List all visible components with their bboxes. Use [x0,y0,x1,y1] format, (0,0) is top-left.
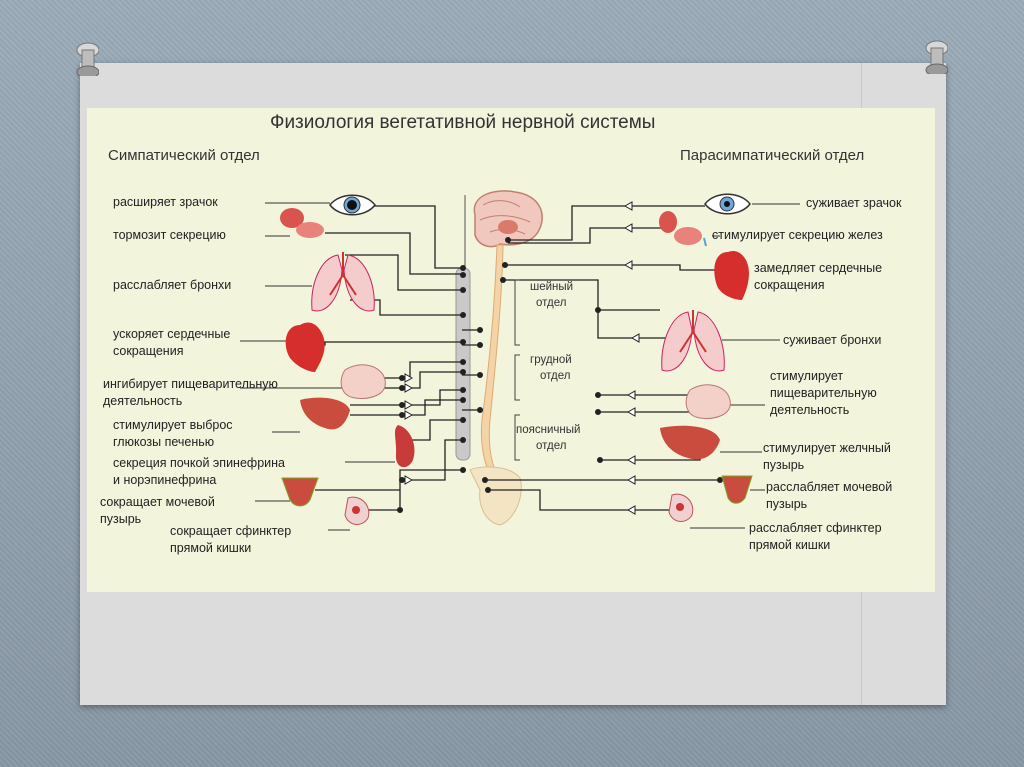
region-lumbar-line2: отдел [536,440,567,452]
para-effect-gallbladder-line1: стимулирует желчный [763,441,891,455]
sympathetic-label-leaders [240,202,395,531]
region-lumbar-line1: поясничный [516,424,581,436]
para-effect-bronchi: суживает бронхи [783,333,882,347]
left-salivary-gland-icon [280,208,324,238]
right-eye-icon [704,193,751,215]
left-stomach-icon [340,364,386,399]
sym-effect-glucose-line1: стимулирует выброс [113,418,233,432]
para-effect-sphincter-line1: расслабляет сфинктер [749,521,882,535]
left-bladder-icon [281,477,319,507]
para-effect-bladder-line2: пузырь [766,497,808,511]
sym-effect-pupil: расширяет зрачок [113,195,218,209]
sym-effect-sphincter-line2: прямой кишки [170,541,252,555]
region-thoracic-line2: отдел [540,370,571,382]
brain-icon [473,190,543,248]
left-heart-icon [285,322,325,372]
left-eye-icon [329,194,376,216]
parasympathetic-label-leaders [690,203,800,529]
right-rectum-icon [668,493,694,522]
para-effect-digestion-line1: стимулирует [770,369,844,383]
para-effect-bladder-line1: расслабляет мочевой [766,480,893,494]
region-cervical-line1: шейный [530,281,574,293]
sym-effect-bladder-line2: пузырь [100,512,142,526]
para-effect-pupil: суживает зрачок [806,196,902,210]
sym-effect-bladder-line1: сокращает мочевой [100,495,215,509]
para-effect-digestion-line2: пищеварительную [770,386,877,400]
left-rectum-icon [344,496,370,525]
diagram-title: Физиология вегетативной нервной системы [270,112,656,133]
right-stomach-icon [685,384,731,419]
sym-effect-heart-line2: сокращения [113,344,184,358]
right-bladder-icon [721,475,753,504]
region-markers [514,279,520,461]
sym-effect-digestion-line2: деятельность [103,394,183,408]
right-liver-icon [660,425,720,460]
sym-effect-kidney-line1: секреция почкой эпинефрина [113,456,285,470]
pin-right-icon [925,40,948,74]
left-liver-icon [300,397,350,430]
para-effect-glands: стимулирует секрецию желез [712,228,883,242]
sym-effect-digestion-line1: ингибирует пищеварительную [103,377,278,391]
para-effect-sphincter-line2: прямой кишки [749,538,831,552]
right-lungs-icon [661,310,725,372]
sym-effect-bronchi: расслабляет бронхи [113,278,232,292]
region-thoracic-line1: грудной [530,354,572,366]
left-lungs-icon [311,252,375,312]
sympathetic-nerve-lines [310,205,480,511]
para-effect-gallbladder-line2: пузырь [763,458,805,472]
parasympathetic-header: Парасимпатический отдел [680,147,865,164]
sym-effect-kidney-line2: и норэпинефрина [113,473,217,487]
pin-left-icon [76,42,99,76]
region-cervical-line2: отдел [536,297,567,309]
arrowheads [404,201,640,515]
sym-effect-secretion: тормозит секрецию [113,228,226,242]
ganglia-dots [397,237,511,513]
spinal-cord-icon [469,244,522,526]
para-effect-heart-line1: замедляет сердечные [754,261,883,275]
sym-effect-heart-line1: ускоряет сердечные [113,327,231,341]
para-effect-heart-line2: сокращения [754,278,825,292]
para-effect-digestion-line3: деятельность [770,403,850,417]
sym-effect-sphincter-line1: сокращает сфинктер [170,524,292,538]
left-kidney-icon [394,425,415,468]
sympathetic-header: Симпатический отдел [108,147,260,164]
sym-effect-glucose-line2: глюкозы печенью [113,435,215,449]
right-heart-icon [714,250,749,300]
right-salivary-gland-icon [659,211,707,247]
